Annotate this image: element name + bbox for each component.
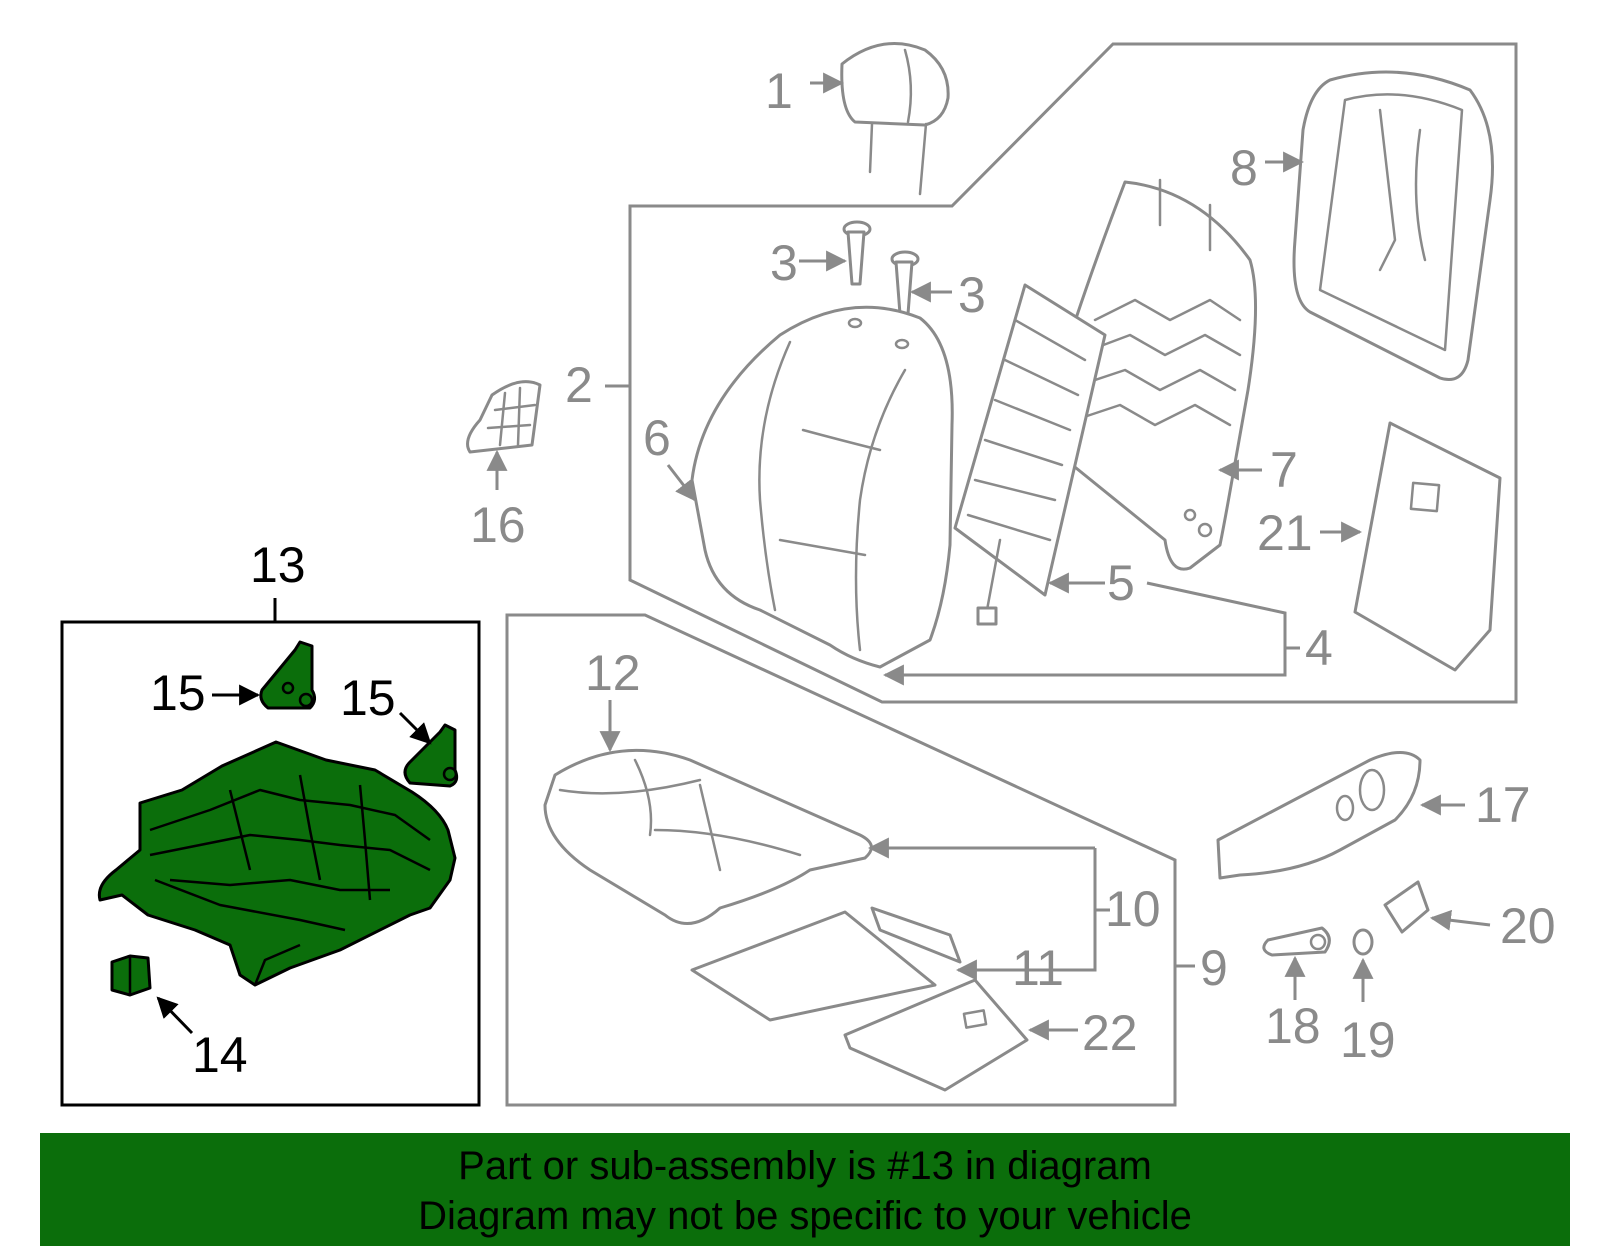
callout-4: 4: [1305, 620, 1333, 676]
banner-line-1: Part or sub-assembly is #13 in diagram: [458, 1144, 1152, 1188]
seat-track-frame-part[interactable]: [97, 740, 457, 987]
callout-20: 20: [1500, 898, 1556, 954]
callout-3-left: 3: [770, 235, 798, 291]
lumbar-support-part[interactable]: [953, 283, 1107, 626]
callout-2: 2: [565, 357, 593, 413]
callout-6: 6: [643, 410, 671, 466]
switch-part[interactable]: [1383, 880, 1430, 934]
seat-cushion-cover-part[interactable]: [543, 748, 873, 925]
headrest-guide-part[interactable]: [842, 220, 920, 316]
seat-track-frame-box: [60, 620, 481, 1107]
leader-lines: [486, 72, 1491, 1041]
bracket-part-left[interactable]: [259, 640, 317, 710]
cushion-pad-part[interactable]: [690, 906, 962, 1022]
heater-mat-part[interactable]: [843, 978, 1029, 1092]
headrest-part[interactable]: [840, 42, 950, 196]
callout-15-right: 15: [340, 670, 396, 726]
callout-18: 18: [1265, 998, 1321, 1054]
callout-13: 13: [250, 537, 306, 593]
seat-cushion-group-outline: [505, 613, 1177, 1107]
washer-part[interactable]: [1352, 928, 1374, 956]
highlight-leader-lines: [156, 598, 432, 1035]
callout-19: 19: [1340, 1012, 1396, 1068]
callout-11: 11: [1012, 940, 1064, 996]
callout-7: 7: [1270, 442, 1298, 498]
callout-5: 5: [1107, 555, 1135, 611]
seat-back-cover-part[interactable]: [690, 305, 954, 669]
callout-21: 21: [1257, 505, 1313, 561]
callout-8: 8: [1230, 140, 1258, 196]
callout-12: 12: [585, 645, 641, 701]
callout-22: 22: [1082, 1005, 1138, 1061]
info-banner: Part or sub-assembly is #13 in diagram D…: [40, 1133, 1570, 1246]
callout-labels: 1 2 3 3 4 5 6 7 8 9 10 11 12 16 17 18 19…: [470, 63, 1556, 1068]
connector-part[interactable]: [110, 954, 152, 997]
seat-back-group-outline: [628, 42, 1518, 704]
callout-1: 1: [765, 63, 793, 119]
adjuster-knob-part[interactable]: [1262, 926, 1331, 957]
seat-back-frame-part[interactable]: [1048, 178, 1257, 571]
back-board-part[interactable]: [1353, 421, 1502, 672]
bracket-part-right[interactable]: [403, 723, 459, 788]
side-cover-part[interactable]: [466, 380, 542, 454]
callout-16: 16: [470, 497, 526, 553]
callout-10: 10: [1105, 881, 1161, 937]
callout-9: 9: [1200, 940, 1228, 996]
callout-14: 14: [192, 1027, 248, 1083]
callout-3-right: 3: [958, 267, 986, 323]
side-shield-part[interactable]: [1216, 751, 1422, 880]
callout-17: 17: [1475, 777, 1531, 833]
seat-back-panel-part[interactable]: [1292, 70, 1494, 381]
callout-15-left: 15: [150, 665, 206, 721]
highlight-callout-labels: 13 14 15 15: [150, 537, 396, 1083]
banner-line-2: Diagram may not be specific to your vehi…: [418, 1194, 1192, 1238]
